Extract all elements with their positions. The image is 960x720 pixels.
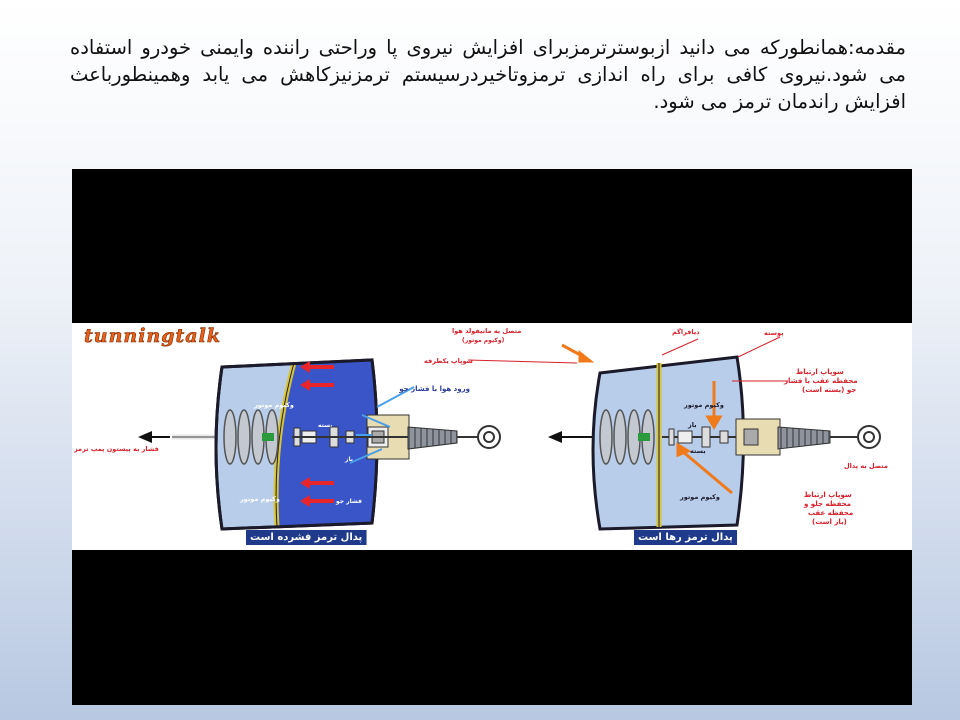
right-push-arrow xyxy=(548,431,562,443)
left-valve-assembly xyxy=(292,414,492,460)
left-caption-band xyxy=(246,530,367,545)
right-label-valve-front-1: سوپاپ ارتباط xyxy=(804,491,852,499)
right-label-valve-rear-1: سوپاپ ارتباط xyxy=(796,368,844,376)
left-label-closed: بسته xyxy=(318,422,332,429)
left-caption: پدال ترمز فشرده است xyxy=(250,532,363,543)
right-label-diaphragm: دیافراگم xyxy=(672,328,700,336)
right-label-open: باز xyxy=(687,421,697,429)
left-label-chamber: فشار جو xyxy=(335,498,362,505)
left-boot xyxy=(407,426,458,450)
right-label-pedal: متصل به پدال xyxy=(844,462,888,470)
left-label-air-inlet: ورود هوا با فشار جو xyxy=(398,385,470,393)
right-label-manifold-sub: (وکیوم موتور) xyxy=(462,337,505,344)
watermark-logo: tunningtalk xyxy=(84,325,221,347)
right-housing xyxy=(591,355,745,531)
right-orange-arrows xyxy=(561,343,733,495)
left-label-vacuum-bottom: وکیوم موتور xyxy=(239,495,280,503)
right-label-manifold: متصل به مانیفولد هوا xyxy=(452,327,521,335)
left-rear-chamber xyxy=(276,360,377,527)
left-booster: بسته باز فشار جو xyxy=(73,358,501,545)
right-boot xyxy=(777,426,831,450)
right-label-valve-rear-2: محفظه عقب با فشار xyxy=(783,377,858,385)
brake-booster-diagram: tunningtalk xyxy=(72,323,912,550)
right-spring xyxy=(599,409,655,465)
right-label-valve-front-2: محفظه جلو و xyxy=(803,500,851,508)
left-label-vacuum-top: وکیوم موتور xyxy=(253,401,294,409)
right-valve-assembly xyxy=(662,418,872,456)
intro-paragraph: مقدمه:همانطورکه می دانید ازبوسترترمزبرای… xyxy=(70,36,906,113)
right-booster: متصل به مانیفولد هوا (وکیوم موتور) سوپاپ… xyxy=(424,327,888,545)
right-caption-band xyxy=(634,530,738,545)
right-label-closed: بسته xyxy=(690,447,706,455)
right-caption: پدال ترمز رها است xyxy=(638,532,733,543)
right-label-vacuum-top: وکیوم موتور xyxy=(683,401,724,409)
left-air-arrows xyxy=(349,414,391,464)
left-label-open: باز xyxy=(344,456,353,463)
right-label-valve-rear-3: جو (بسته است) xyxy=(802,386,856,394)
right-label-valve-front-4: (باز است) xyxy=(812,518,847,526)
right-label-vacuum-bottom: وکیوم موتور xyxy=(679,493,720,501)
right-label-valve-front-3: محفظه عقب xyxy=(808,509,853,517)
video-frame: tunningtalk xyxy=(72,169,912,705)
push-arrow xyxy=(138,431,152,443)
right-label-shell: پوسته xyxy=(764,329,784,337)
right-leader-lines xyxy=(467,336,788,382)
left-pressure-arrows xyxy=(300,361,334,507)
right-label-check-valve: سوپاپ یکطرفه xyxy=(424,357,473,365)
left-label-push-rod: فشار به پیستون پمپ ترمز xyxy=(73,445,159,453)
